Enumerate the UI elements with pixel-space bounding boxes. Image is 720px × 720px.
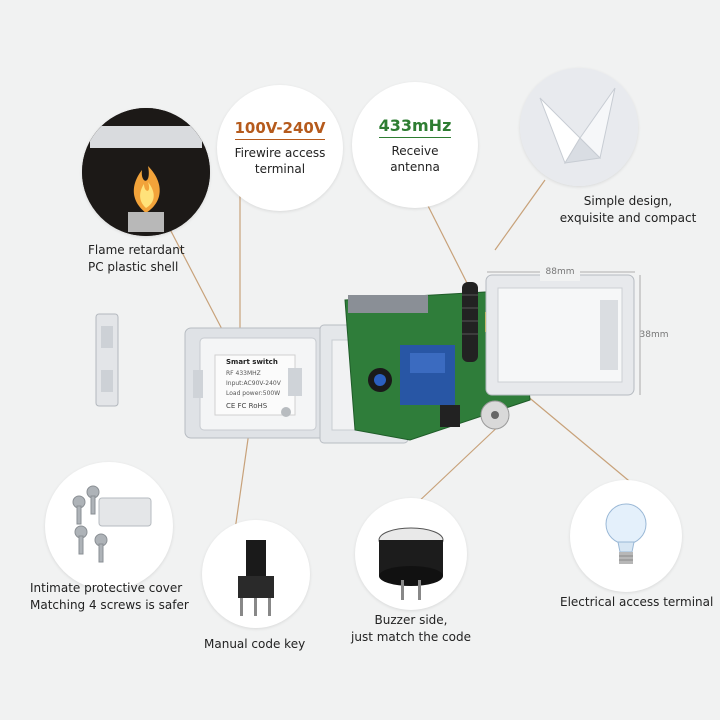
voltage-value: 100V-240V bbox=[234, 119, 326, 140]
device-label-input: Input:AC90V-240V bbox=[226, 380, 281, 387]
callout-frequency: 433mHz Receive antenna bbox=[352, 82, 478, 208]
device-label-cert: CE FC RoHS bbox=[226, 402, 268, 410]
push-button-icon bbox=[238, 540, 274, 616]
device-label-power: Load power:500W bbox=[226, 390, 281, 397]
cover-image-circle bbox=[45, 462, 173, 590]
voltage-line1: Firewire access bbox=[234, 146, 326, 160]
frequency-line2: antenna bbox=[390, 159, 440, 174]
screws-icon bbox=[72, 485, 152, 563]
flame-image-circle bbox=[82, 108, 210, 236]
buzzer-label: Buzzer side, just match the code bbox=[351, 613, 471, 644]
key-image-circle bbox=[202, 520, 310, 628]
voltage-line2: terminal bbox=[254, 162, 306, 176]
dim-height-label: 38mm bbox=[639, 330, 669, 340]
line-terminal bbox=[519, 389, 641, 491]
device-casing-left bbox=[184, 327, 328, 439]
flame-label: Flame retardant PC plastic shell bbox=[88, 243, 185, 274]
device-label-title: Smart switch bbox=[226, 358, 278, 366]
light-bulb-icon bbox=[605, 503, 647, 564]
callout-voltage: 100V-240V Firewire access terminal bbox=[217, 85, 343, 211]
terminal-label: Electrical access terminal bbox=[560, 595, 714, 609]
design-image-circle bbox=[520, 68, 638, 186]
frequency-value: 433mHz bbox=[378, 116, 452, 138]
cover-label: Intimate protective cover Matching 4 scr… bbox=[30, 581, 189, 612]
device-casing-right bbox=[485, 274, 635, 396]
side-cover-icon bbox=[95, 313, 119, 407]
frequency-line1: Receive bbox=[391, 143, 439, 158]
paper-crane-icon bbox=[520, 68, 638, 186]
line-buzzer bbox=[414, 419, 506, 506]
bulb-image-circle bbox=[570, 480, 682, 592]
design-label: Simple design, exquisite and compact bbox=[559, 194, 697, 225]
dim-width-label: 88mm bbox=[540, 264, 580, 281]
buzzer-image-circle bbox=[355, 498, 467, 610]
antenna-coil bbox=[440, 282, 478, 427]
line-design bbox=[494, 179, 546, 251]
buzzer-icon bbox=[378, 527, 444, 600]
device-label-rf: RF 433MHZ bbox=[226, 370, 261, 377]
key-label: Manual code key bbox=[204, 637, 306, 651]
line-key bbox=[234, 424, 251, 531]
flame-icon bbox=[82, 108, 210, 236]
